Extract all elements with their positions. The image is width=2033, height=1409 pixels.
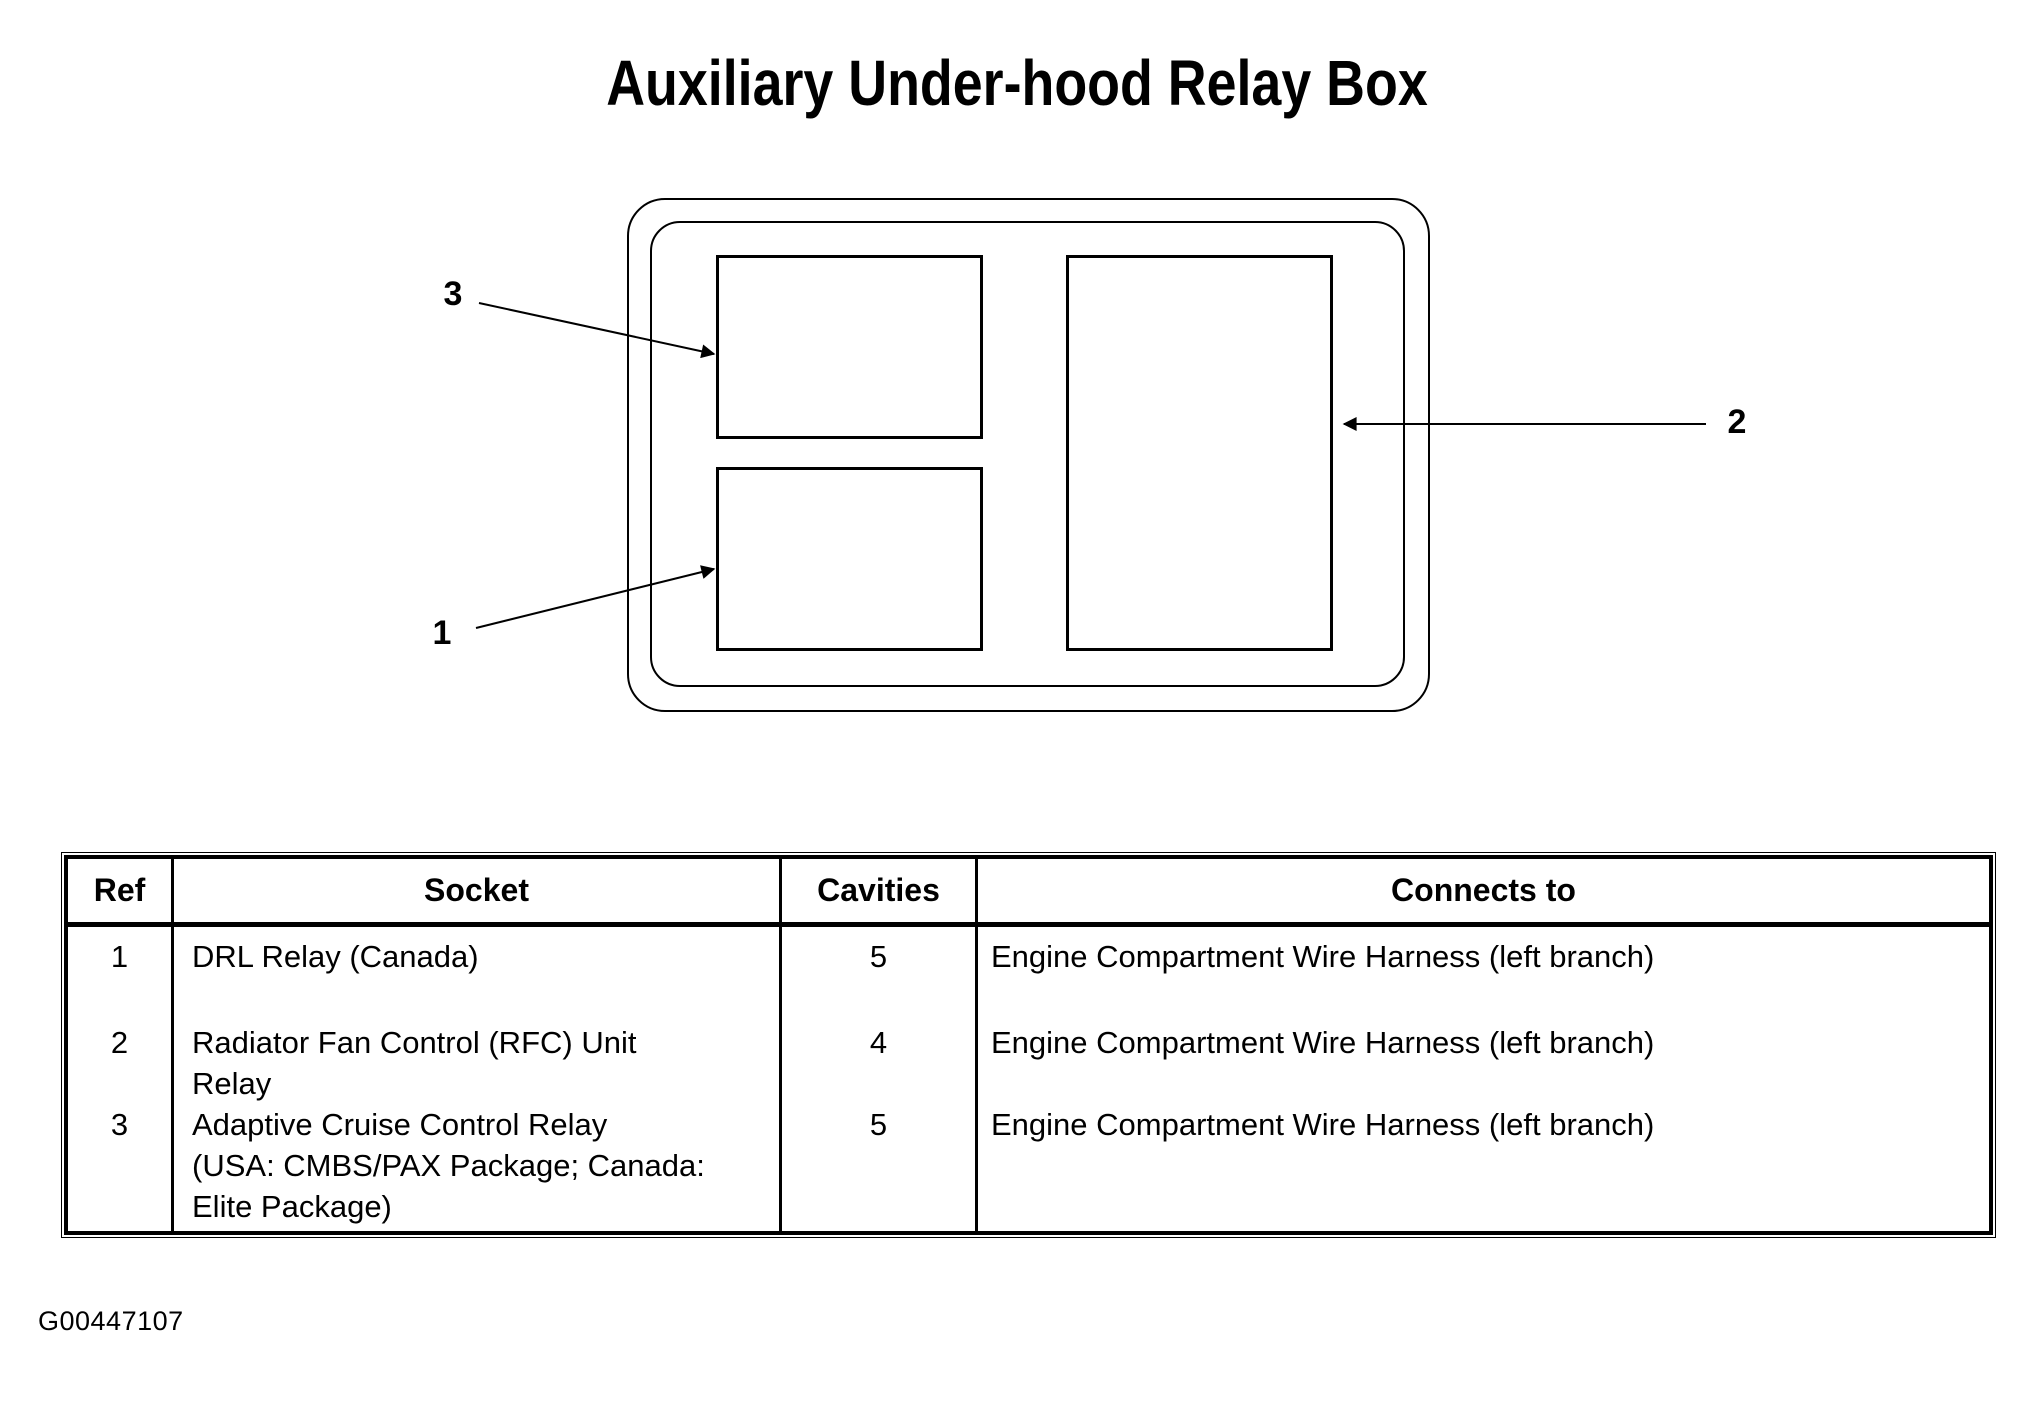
col-header-connects-to: Connects to [978,859,1989,927]
relay-socket-1 [716,467,983,651]
table-row-1-cavities: 5 [782,927,978,1022]
table-row-1-connects-to: Engine Compartment Wire Harness (left br… [978,927,1989,1022]
table-row-3-connects-to: Engine Compartment Wire Harness (left br… [978,1104,1989,1231]
table-row-2-ref: 2 [68,1022,174,1104]
callout-label-2: 2 [1727,403,1747,441]
col-header-ref: Ref [68,859,174,927]
relay-socket-2 [1066,255,1333,651]
table-row-2-connects-to: Engine Compartment Wire Harness (left br… [978,1022,1989,1104]
table-row-2-socket: Radiator Fan Control (RFC) Unit Relay [174,1022,782,1104]
table-row-3-ref: 3 [68,1104,174,1231]
col-header-cavities: Cavities [782,859,978,927]
table-row-1-ref: 1 [68,927,174,1022]
relay-socket-3 [716,255,983,439]
col-header-socket: Socket [174,859,782,927]
page-title-wrap: Auxiliary Under-hood Relay Box [0,47,2033,119]
relay-box-diagram [627,198,1430,712]
table-row-3-socket: Adaptive Cruise Control Relay (USA: CMBS… [174,1104,782,1231]
relay-box-inner-case [650,221,1405,687]
table-row-3-cavities: 5 [782,1104,978,1231]
relay-spec-table: Ref Socket Cavities Connects to 1 DRL Re… [61,852,1996,1238]
table-row-1-socket: DRL Relay (Canada) [174,927,782,1022]
page-title: Auxiliary Under-hood Relay Box [605,47,1428,119]
table-row-2-cavities: 4 [782,1022,978,1104]
callout-label-3: 3 [443,275,463,313]
callout-label-1: 1 [432,614,452,652]
relay-box-outer-case [627,198,1430,712]
figure-code: G00447107 [38,1306,184,1336]
